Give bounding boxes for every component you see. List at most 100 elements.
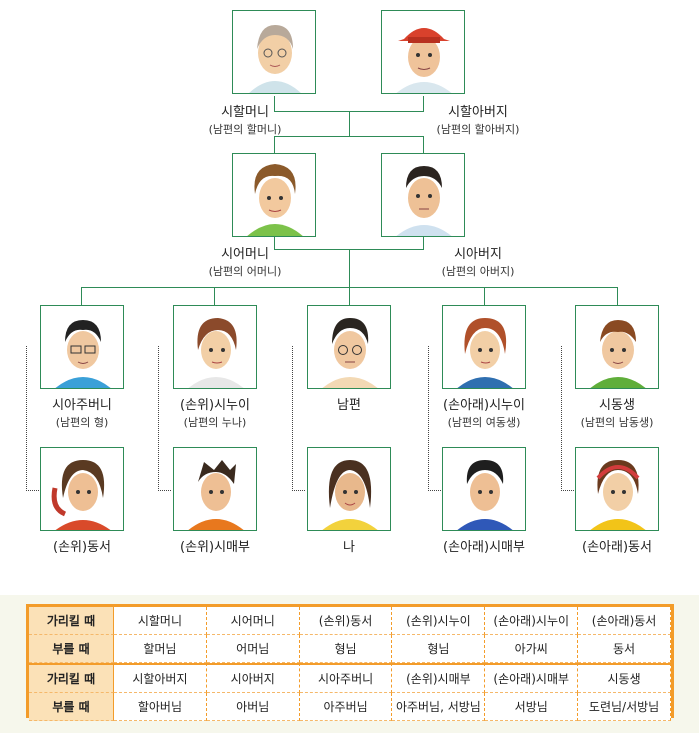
husband-icon [308,306,390,388]
table-cell: 아버님 [206,693,300,721]
address-terms-table: 가리킬 때 시할머니 시어머니 (손위)동서 (손위)시누이 (손아래)시누이 … [26,604,674,721]
brother-in-law-portrait [40,305,124,389]
spouse-link [26,346,39,491]
connector [81,287,82,305]
grandfather-desc: (남편의 할아버지) [436,123,520,136]
father-in-law-icon [382,154,464,236]
connector [423,96,424,112]
me-name: 나 [343,540,355,555]
elder-simaebu-icon [174,448,256,530]
younger-simaebu-icon [443,448,525,530]
table-row: 부를 때 할머님 어머님 형님 형님 아가씨 동서 [29,635,671,663]
younger-brother-in-law-portrait [575,305,659,389]
table-cell: 어머님 [206,635,300,663]
table-cell: 시어머니 [206,607,300,635]
father-in-law-portrait [381,153,465,237]
grandmother-portrait [232,10,316,94]
elder-dongseo-portrait [40,447,124,531]
table-cell: (손위)동서 [299,607,393,635]
grandfather-label: 시할아버지 (남편의 할아버지) [393,104,563,138]
spouse-link [428,346,441,491]
grandmother-desc: (남편의 할머니) [208,123,282,136]
father-in-law-name: 시아버지 [454,247,502,262]
younger-simaebu-name: (손아래)시매부 [443,540,525,555]
spouse-link [292,346,305,491]
table-cell: 시아주버니 [299,663,393,693]
connector [617,287,618,305]
younger-sister-in-law-label: (손아래)시누이 (남편의 여동생) [399,397,569,431]
family-tree: 시할머니 (남편의 할머니) 시할아버지 (남편의 할아버지) 시어머니 (남편… [0,0,699,595]
table-row: 부를 때 할아버님 아버님 아주버님 아주버님, 서방님 서방님 도련님/서방님 [29,693,671,721]
grandfather-portrait [381,10,465,94]
connector [274,136,275,153]
mother-in-law-name: 시어머니 [221,247,269,262]
table-cell: 도련님/서방님 [578,693,671,721]
brother-in-law-icon [41,306,123,388]
younger-dongseo-icon [576,448,658,530]
grandfather-name: 시할아버지 [448,105,508,120]
younger-sister-in-law-desc: (남편의 여동생) [447,416,521,429]
elder-sister-in-law-icon [174,306,256,388]
grandfather-icon [382,11,464,93]
table-cell: 시아버지 [206,663,300,693]
table-row: 가리킬 때 시할아버지 시아버지 시아주버니 (손위)시매부 (손아래)시매부 … [29,663,671,693]
grandmother-label: 시할머니 (남편의 할머니) [160,104,330,138]
mother-in-law-portrait [232,153,316,237]
spouse-link [158,346,171,491]
younger-sister-in-law-portrait [442,305,526,389]
elder-simaebu-name: (손위)시매부 [180,540,250,555]
table-cell: 형님 [392,635,486,663]
row-header: 부를 때 [29,693,114,721]
younger-dongseo-name: (손아래)동서 [582,540,652,555]
me-label: 나 [264,539,434,556]
connector [274,96,275,112]
elder-dongseo-label: (손위)동서 [0,539,167,556]
elder-dongseo-name: (손위)동서 [53,540,111,555]
table-cell: 서방님 [485,693,579,721]
table-cell: (손아래)시매부 [485,663,579,693]
connector [274,237,275,249]
elder-sister-in-law-portrait [173,305,257,389]
table-cell: 할아버님 [114,693,207,721]
younger-brother-in-law-name: 시동생 [599,398,635,413]
grandmother-icon [233,11,315,93]
table-cell: 시할아버지 [114,663,207,693]
younger-simaebu-portrait [442,447,526,531]
table-cell: 아주버님 [299,693,393,721]
brother-in-law-label: 시아주버니 (남편의 형) [0,397,167,431]
connector [484,287,485,305]
husband-name: 남편 [337,398,361,413]
younger-brother-in-law-label: 시동생 (남편의 남동생) [532,397,699,431]
table-cell: 아가씨 [485,635,579,663]
younger-brother-in-law-icon [576,306,658,388]
table-cell: 할머님 [114,635,207,663]
younger-simaebu-label: (손아래)시매부 [399,539,569,556]
row-header: 가리킬 때 [29,663,114,693]
row-header: 부를 때 [29,635,114,663]
younger-sister-in-law-name: (손아래)시누이 [443,398,525,413]
father-in-law-desc: (남편의 아버지) [441,265,515,278]
elder-sister-in-law-label: (손위)시누이 (남편의 누나) [130,397,300,431]
elder-sister-in-law-desc: (남편의 누나) [183,416,247,429]
connector [274,136,424,137]
table-cell: 형님 [299,635,393,663]
spouse-link [561,346,574,491]
brother-in-law-name: 시아주버니 [52,398,112,413]
table-row: 가리킬 때 시할머니 시어머니 (손위)동서 (손위)시누이 (손아래)시누이 … [29,607,671,635]
connector [349,287,350,305]
elder-dongseo-icon [41,448,123,530]
mother-in-law-desc: (남편의 어머니) [208,265,282,278]
connector [349,111,350,137]
table-cell: (손위)시누이 [392,607,486,635]
connector [423,237,424,249]
connector [214,287,215,305]
table-cell: 시할머니 [114,607,207,635]
mother-in-law-icon [233,154,315,236]
father-in-law-label: 시아버지 (남편의 아버지) [393,246,563,280]
table-cell: 아주버님, 서방님 [392,693,486,721]
grandmother-name: 시할머니 [221,105,269,120]
younger-dongseo-label: (손아래)동서 [532,539,699,556]
brother-in-law-desc: (남편의 형) [55,416,109,429]
me-icon [308,448,390,530]
table-cell: 시동생 [578,663,671,693]
